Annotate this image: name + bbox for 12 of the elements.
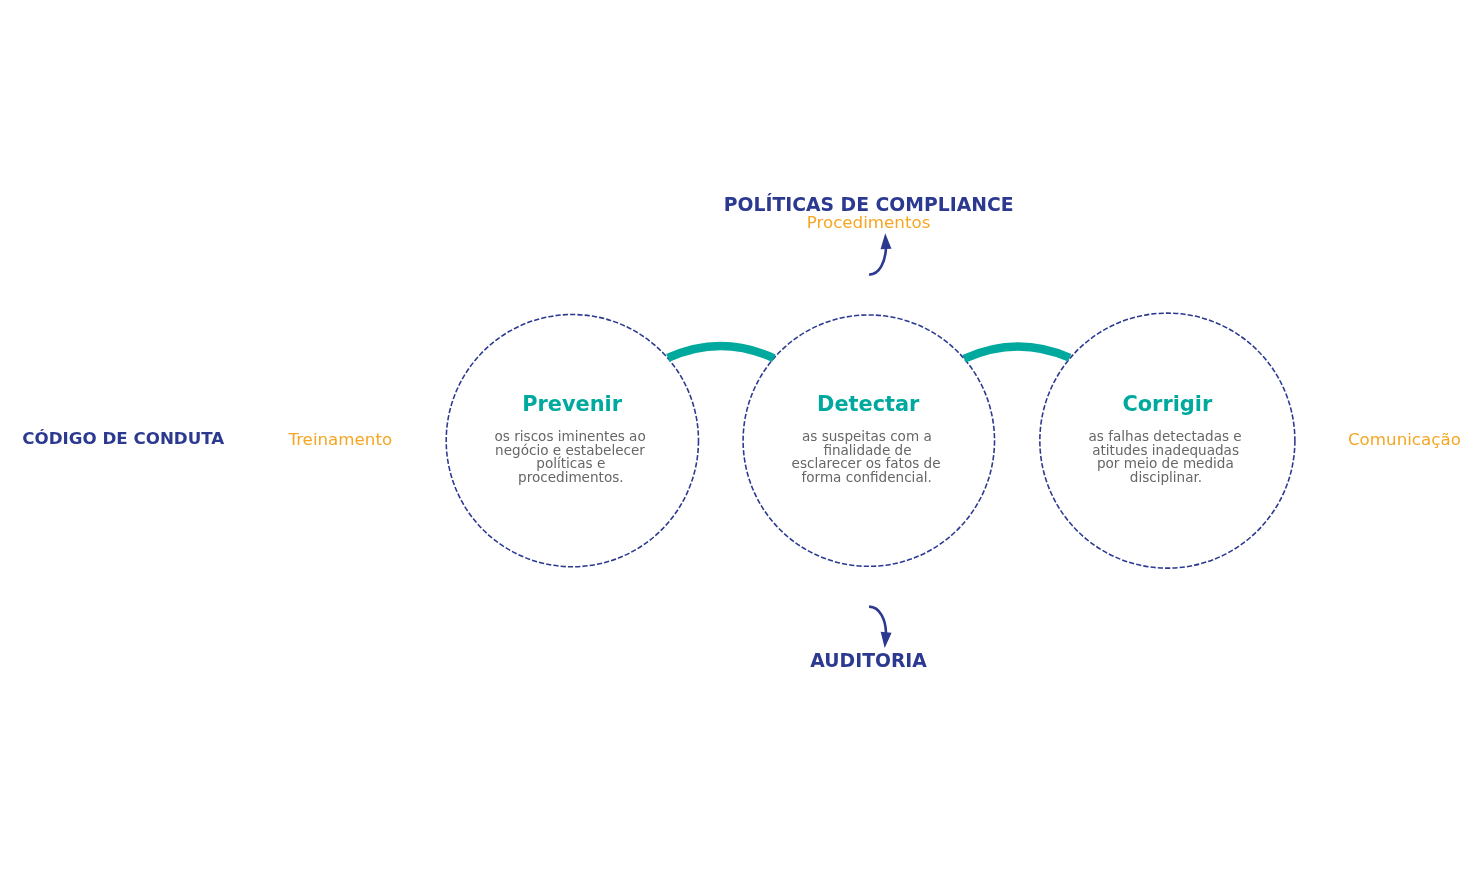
arrow bbox=[868, 232, 891, 276]
label: Treinamento bbox=[287, 428, 392, 449]
label: Comunicação bbox=[1347, 428, 1461, 449]
node-circle: Corrigir as falhas detectadas e atitudes inadequadas por meio de medida disciplinar. bbox=[1038, 311, 1296, 569]
node-circle: Prevenir os riscos iminentes ao negócio e estabelecer políticas e procedimentos. bbox=[444, 313, 699, 568]
node-circle: Detectar as suspeitas com a finalidade de esclarecer os fatos de forma confidencial. bbox=[741, 313, 995, 567]
label: CÓDIGO DE CONDUTA bbox=[21, 427, 224, 448]
node-text: AUDITORIA bbox=[809, 649, 927, 671]
arrow bbox=[868, 604, 892, 648]
connector bbox=[665, 341, 775, 362]
connector bbox=[962, 341, 1071, 363]
node-text: POLÍTICAS DE COMPLIANCE Procedimentos bbox=[723, 193, 1014, 232]
